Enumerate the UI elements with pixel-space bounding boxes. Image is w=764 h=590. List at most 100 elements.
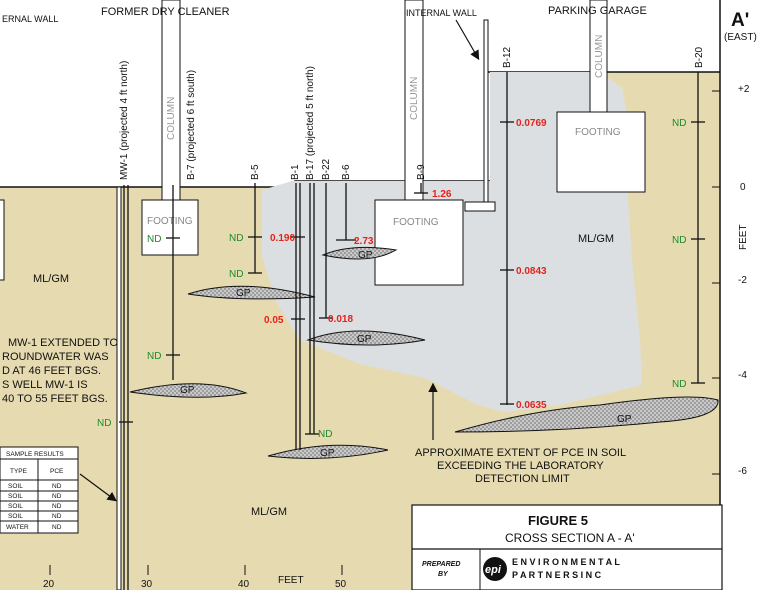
footing-label-2: FOOTING: [393, 217, 439, 228]
note-line: MW-1 EXTENDED TO: [8, 337, 118, 349]
pce-value: 0.0769: [516, 118, 547, 129]
pce-value: 2.73: [354, 236, 374, 247]
boring-label-b22: B-22: [321, 158, 332, 180]
distance-tick: 50: [335, 579, 347, 590]
note-line: D AT 46 FEET BGS.: [2, 365, 101, 377]
nd-label: ND: [229, 269, 243, 280]
former-dry-cleaner-label: FORMER DRY CLEANER: [101, 6, 230, 18]
table-cell: ND: [52, 483, 62, 490]
mlgm-label-2: ML/GM: [578, 233, 614, 245]
mlgm-label-3: ML/GM: [251, 506, 287, 518]
nd-labels: ND ND ND ND ND ND ND ND ND: [97, 118, 686, 440]
elevation-axis-label: FEET: [738, 224, 749, 250]
gp-label-2: GP: [358, 250, 373, 261]
elevation-tick: 0: [740, 182, 746, 193]
table-cell: ND: [52, 493, 62, 500]
pce-value: 0.018: [328, 314, 353, 325]
boring-label-b7: B-7 (projected 6 ft south): [186, 70, 197, 180]
table-cell: ND: [52, 513, 62, 520]
pce-value: 1.26: [432, 189, 452, 200]
plume-annotation: APPROXIMATE EXTENT OF PCE IN SOIL EXCEED…: [415, 382, 626, 485]
elevation-axis: +2 0 -2 -4 -6 FEET: [712, 84, 750, 477]
pce-value: 0.0843: [516, 266, 547, 277]
table-cell: SOIL: [8, 503, 23, 510]
walls: [116, 0, 721, 590]
company-line-1: E N V I R O N M E N T A L: [512, 557, 620, 567]
elevation-tick: -4: [738, 370, 747, 381]
company-logo: [483, 557, 507, 581]
annotation-line: DETECTION LIMIT: [475, 473, 570, 485]
section-end-label: A': [731, 10, 749, 31]
mlgm-labels: ML/GM ML/GM ML/GM: [33, 233, 614, 518]
distance-tick: 40: [238, 579, 250, 590]
figure-subtitle: CROSS SECTION A - A': [505, 531, 635, 545]
note-line: 40 TO 55 FEET BGS.: [2, 393, 108, 405]
table-cell: WATER: [6, 524, 29, 531]
boring-label-b5: B-5: [250, 164, 261, 180]
mlgm-label-1: ML/GM: [33, 273, 69, 285]
nd-label: ND: [672, 379, 686, 390]
boring-label-b9: B-9: [416, 164, 427, 180]
nd-label: ND: [97, 418, 111, 429]
pce-value: 0.0635: [516, 400, 547, 411]
boring-label-mw1: MW-1 (projected 4 ft north): [119, 61, 130, 180]
distance-axis-label: FEET: [278, 575, 304, 586]
pce-values: 0.0769 1.26 0.190 2.73 0.0843 0.05 0.018…: [264, 118, 547, 411]
boring-label-b20: B-20: [694, 46, 705, 68]
boring-label-b17: B-17 (projected 5 ft north): [305, 66, 316, 180]
nd-label: ND: [229, 233, 243, 244]
table-header: TYPE: [10, 468, 28, 475]
nd-label: ND: [147, 351, 161, 362]
distance-tick: 20: [43, 579, 55, 590]
east-label: (EAST): [724, 32, 757, 43]
prepared-by-line: PREPARED: [422, 561, 460, 568]
pce-value: 0.05: [264, 315, 284, 326]
table-cell: SOIL: [8, 493, 23, 500]
annotation-line: APPROXIMATE EXTENT OF PCE IN SOIL: [415, 447, 626, 459]
nd-label: ND: [318, 429, 332, 440]
nd-label: ND: [147, 234, 161, 245]
left-wall-label: ERNAL WALL: [2, 14, 58, 24]
boring-labels: MW-1 (projected 4 ft north) B-7 (project…: [119, 46, 705, 180]
gp-label-6: GP: [617, 414, 632, 425]
boring-lines: [123, 72, 699, 590]
column-label-2: COLUMN: [409, 77, 420, 120]
header-labels: ERNAL WALL FORMER DRY CLEANER INTERNAL W…: [2, 5, 757, 61]
table-cell: SOIL: [8, 483, 23, 490]
distance-tick: 30: [141, 579, 153, 590]
sample-results-table: SAMPLE RESULTS TYPE PCE SOIL ND SOIL ND …: [0, 446, 117, 534]
logo-mark: epi: [485, 564, 502, 576]
gp-lenses: GP GP GP GP GP GP: [129, 246, 719, 459]
distance-axis: 20 30 40 50 FEET: [43, 565, 347, 590]
table-cell: ND: [52, 524, 62, 531]
note-line: S WELL MW-1 IS: [2, 379, 88, 391]
nd-label: ND: [672, 118, 686, 129]
boring-label-b6: B-6: [341, 164, 352, 180]
footing-label-3: FOOTING: [575, 127, 621, 138]
note-line: ROUNDWATER WAS: [2, 351, 109, 363]
company-line-2: P A R T N E R S I N C: [512, 570, 602, 580]
sample-ticks: [119, 121, 705, 435]
internal-wall-label: INTERNAL WALL: [406, 8, 477, 18]
table-header: PCE: [50, 468, 64, 475]
gp-label-4: GP: [180, 385, 195, 396]
gp-label-1: GP: [236, 288, 251, 299]
elevation-tick: -6: [738, 466, 747, 477]
table-cell: SOIL: [8, 513, 23, 520]
boring-label-b12: B-12: [502, 46, 513, 68]
footing-label-1: FOOTING: [147, 216, 193, 227]
column-label-1: COLUMN: [166, 97, 177, 140]
table-title: SAMPLE RESULTS: [6, 451, 64, 458]
column-label-3: COLUMN: [594, 35, 605, 78]
gp-label-3: GP: [357, 334, 372, 345]
footings: FOOTING FOOTING FOOTING: [141, 111, 646, 286]
elevation-tick: -2: [738, 275, 747, 286]
pce-value: 0.190: [270, 233, 295, 244]
table-cell: ND: [52, 503, 62, 510]
prepared-by-line: BY: [438, 571, 449, 578]
gp-label-5: GP: [320, 448, 335, 459]
parking-garage-label: PARKING GARAGE: [548, 5, 647, 17]
annotation-line: EXCEEDING THE LABORATORY: [437, 460, 604, 472]
